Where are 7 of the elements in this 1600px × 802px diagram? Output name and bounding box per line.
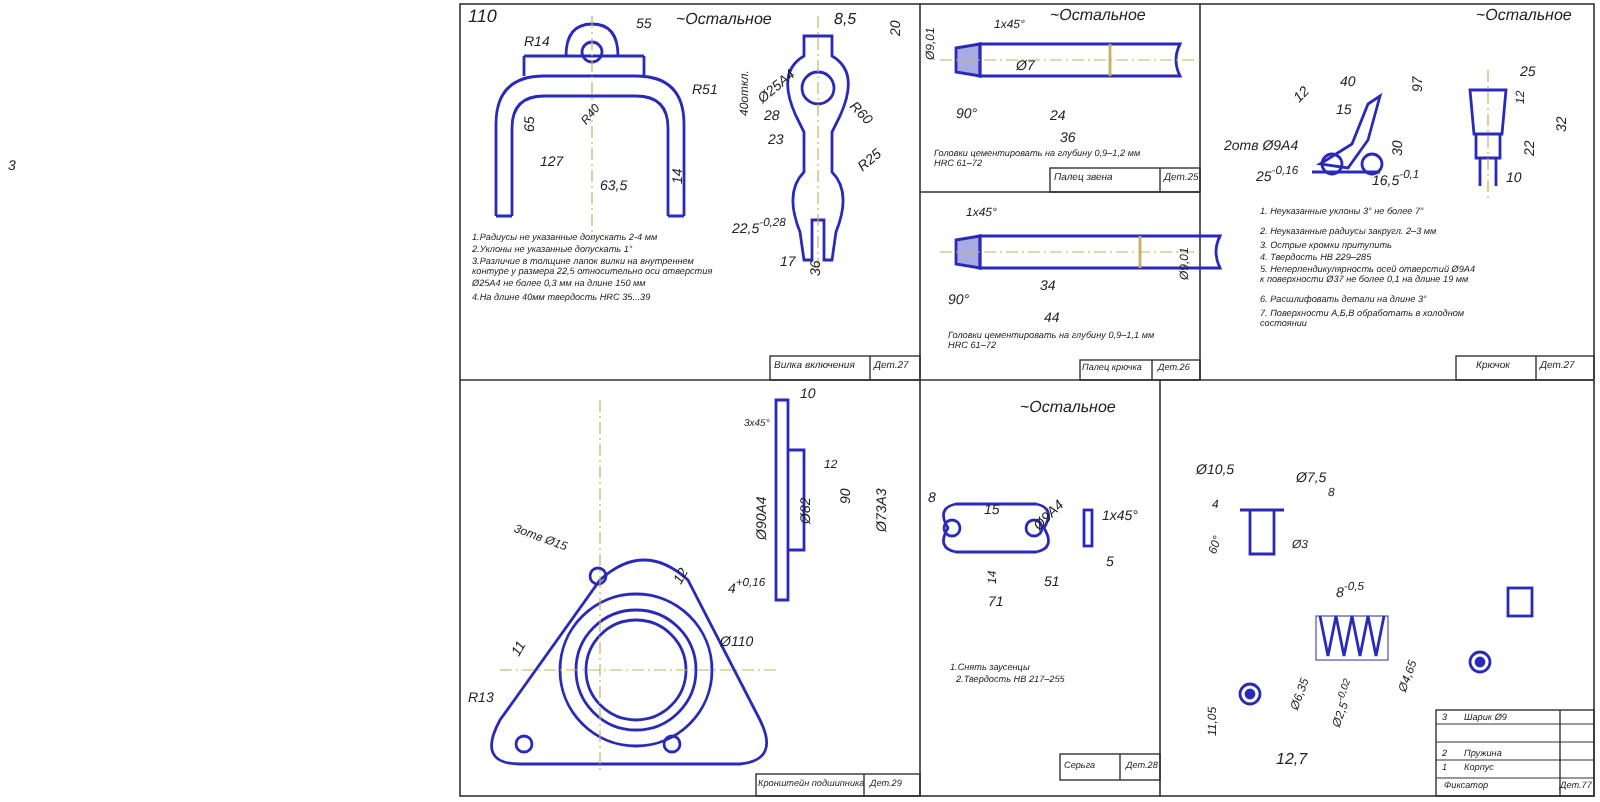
dimension-text: ~Остальное <box>1476 8 1572 24</box>
dimension-text: ~Остальное <box>1020 400 1116 416</box>
dimension-text: ~Остальное <box>676 12 772 28</box>
dimension-text: 110 <box>468 8 497 26</box>
dimension-text: ~Остальное <box>1050 8 1146 24</box>
dimension-text: 8,5 <box>834 12 857 28</box>
dimension-text: 12,7 <box>1276 752 1308 768</box>
